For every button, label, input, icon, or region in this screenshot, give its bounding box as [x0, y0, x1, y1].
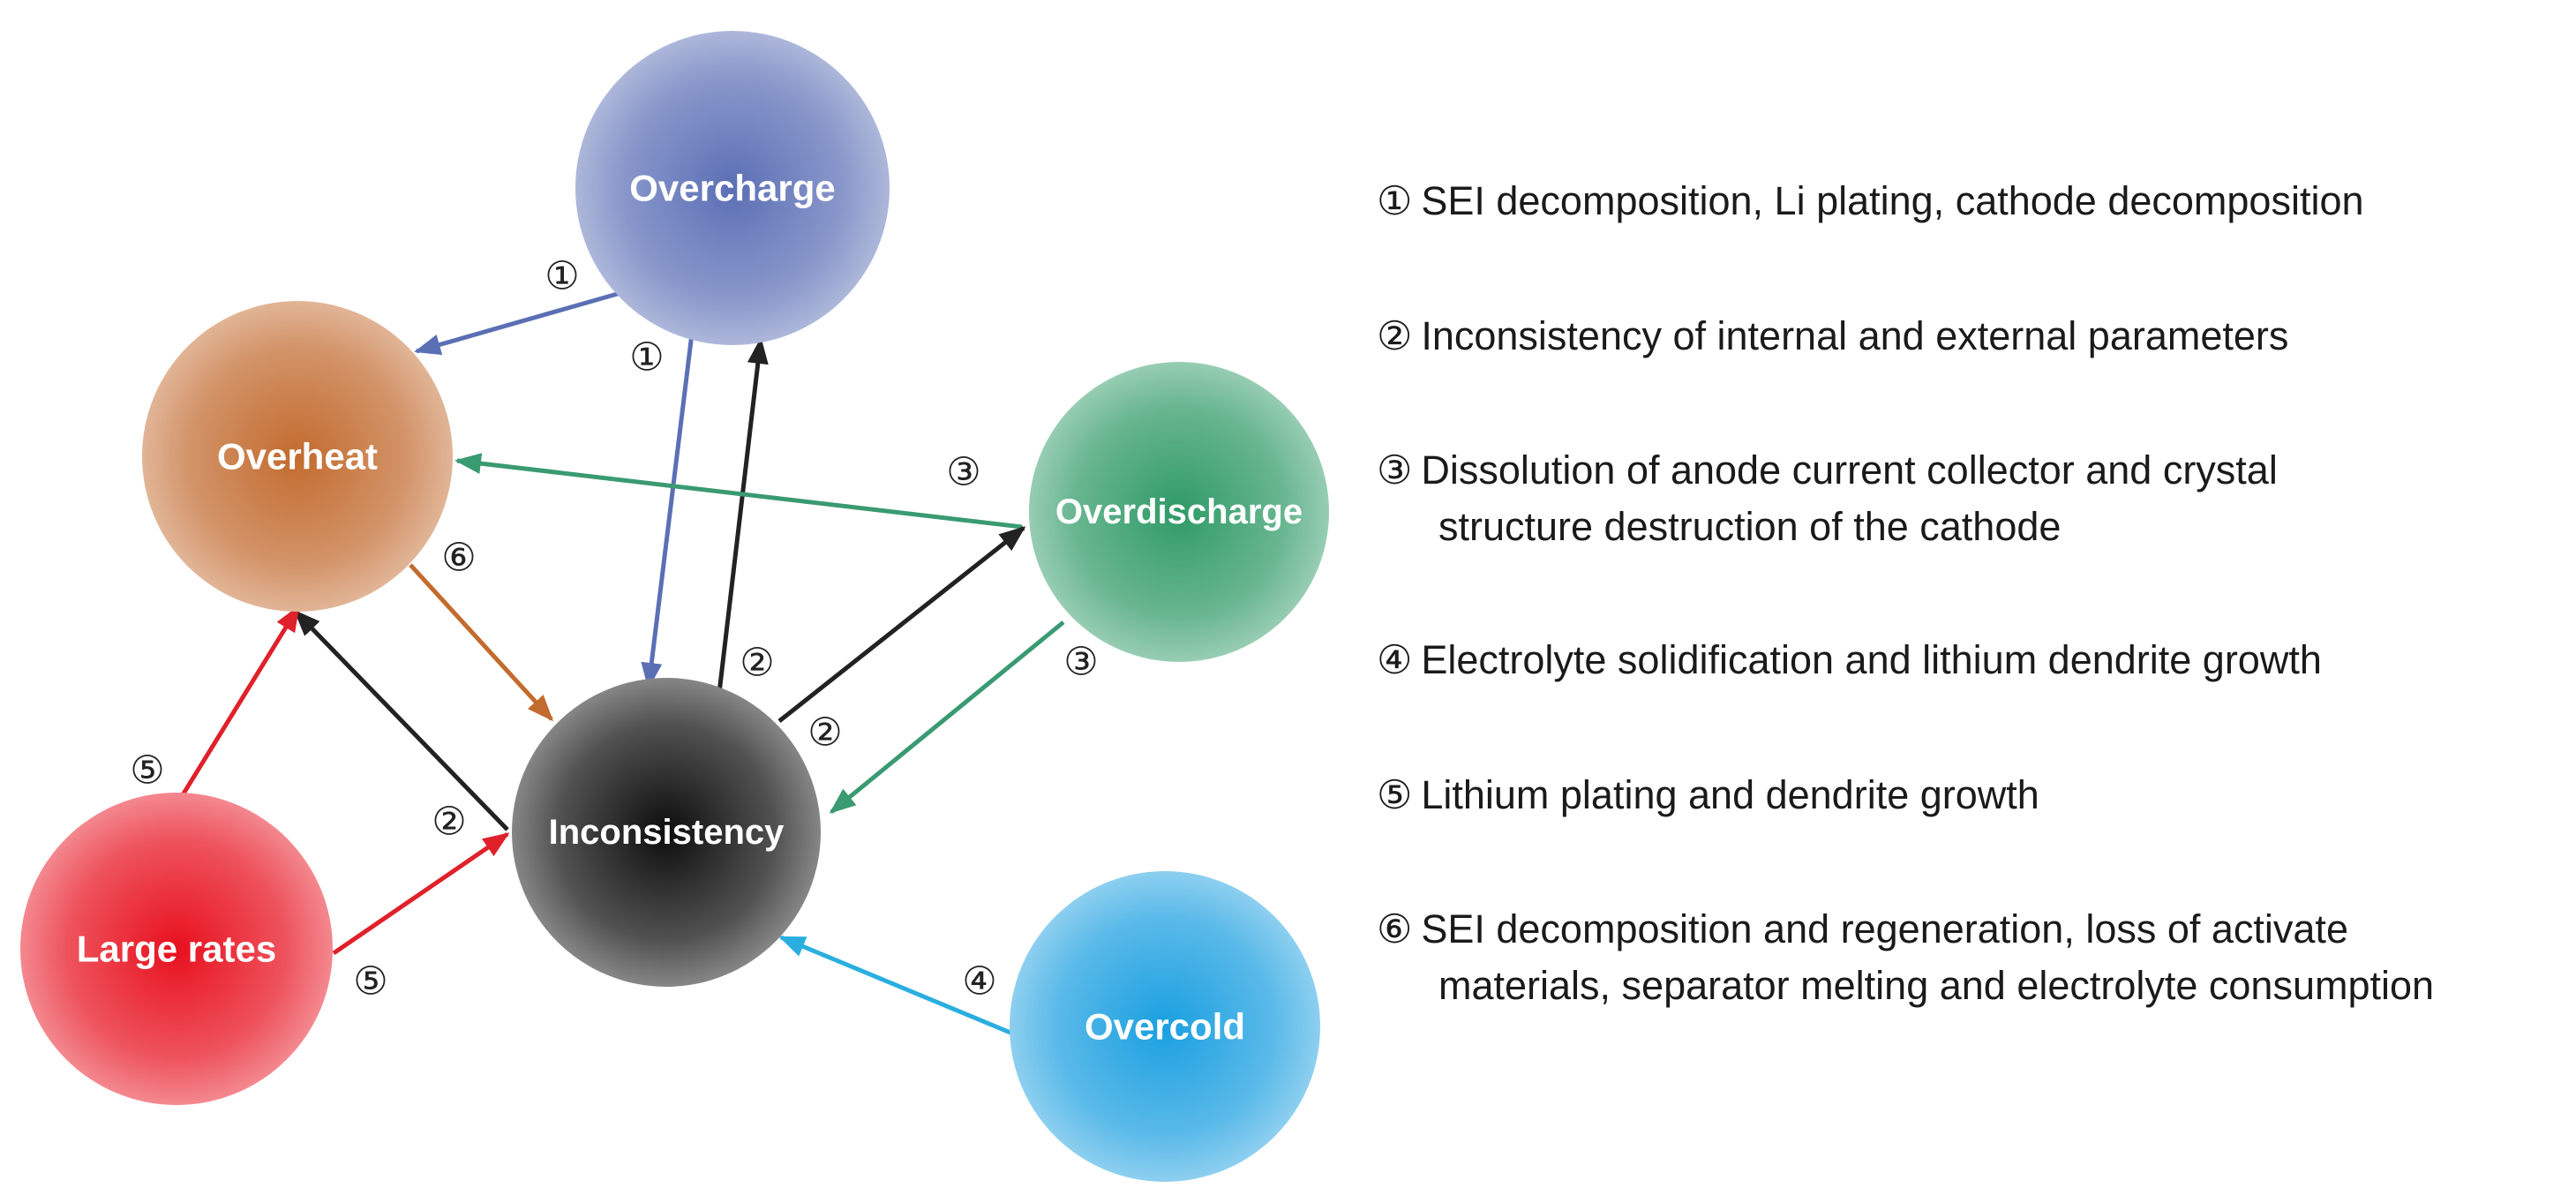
node-overcharge-circle	[575, 31, 890, 345]
legend-text: Inconsistency of internal and external p…	[1421, 313, 2289, 358]
arrow-large-rates-to-inconsistency	[332, 831, 510, 956]
edge-number-label: ②	[807, 711, 842, 756]
arrow-inconsistency-to-overdischarge	[777, 526, 1026, 723]
legend-text: Dissolution of anode current collector a…	[1421, 447, 2278, 492]
node-overcold-circle	[1010, 871, 1320, 1182]
legend-marker: ①	[1377, 177, 1413, 224]
arrow-inconsistency-to-overcharge	[717, 337, 769, 694]
legend-marker: ⑤	[1377, 771, 1413, 818]
arrow-overcharge-to-overheat	[414, 290, 621, 356]
legend-text: SEI decomposition, Li plating, cathode d…	[1421, 178, 2364, 223]
arrow-overdischarge-to-inconsistency	[829, 620, 1065, 814]
legend-text: Electrolyte solidification and lithium d…	[1421, 637, 2322, 682]
arrow-overcold-to-inconsistency	[778, 935, 1011, 1035]
node-overcharge: Overcharge	[575, 31, 890, 345]
edge-number-label: ④	[962, 959, 996, 1004]
arrow-overcharge-to-inconsistency	[641, 333, 695, 689]
edge-number-label: ②	[740, 641, 774, 686]
edge-number-label: ③	[946, 450, 980, 495]
arrow-large-rates-to-overheat	[174, 605, 301, 807]
nodes-layer: OverchargeOverheatOverdischargeInconsist…	[20, 31, 1329, 1182]
node-large-rates-label: Large rates	[77, 929, 276, 970]
node-overdischarge-label: Overdischarge	[1055, 492, 1303, 531]
node-overcold: Overcold	[1010, 871, 1320, 1182]
node-overcharge-label: Overcharge	[629, 168, 835, 209]
edge-number-label: ②	[432, 800, 466, 845]
node-inconsistency-label: Inconsistency	[549, 813, 785, 852]
edge-number-label: ③	[1063, 640, 1098, 685]
edge-labels-layer: ① ① ② ③ ③ ② ⑥ ② ⑤ ⑤ ④	[130, 254, 1098, 1004]
node-overheat-label: Overheat	[217, 436, 378, 477]
edge-number-label: ⑤	[130, 748, 164, 793]
edge-number-label: ⑥	[441, 536, 476, 581]
legend-text: Lithium plating and dendrite growth	[1421, 772, 2039, 817]
edge-number-label: ①	[544, 254, 579, 299]
node-inconsistency: Inconsistency	[512, 678, 821, 987]
legend-item-text-continued: structure destruction of the cathode	[1438, 504, 2062, 549]
node-overheat-circle	[142, 301, 453, 612]
node-inconsistency-circle	[512, 678, 821, 987]
edge-number-label: ①	[629, 335, 664, 380]
legend-marker: ④	[1377, 636, 1413, 683]
node-overdischarge-circle	[1029, 362, 1329, 662]
node-overheat: Overheat	[142, 301, 453, 612]
arrow-overheat-to-inconsistency	[409, 563, 554, 722]
legend-marker: ②	[1377, 312, 1413, 359]
arrow-overdischarge-to-overheat	[454, 453, 1023, 530]
legend-item-text-continued: materials, separator melting and electro…	[1438, 963, 2435, 1008]
node-large-rates-circle	[20, 793, 333, 1105]
edges-layer	[174, 290, 1065, 1035]
legend-text: SEI decomposition and regeneration, loss…	[1421, 906, 2348, 951]
node-large-rates: Large rates	[20, 793, 333, 1105]
legend-marker: ⑥	[1377, 906, 1413, 952]
node-overdischarge: Overdischarge	[1029, 362, 1329, 662]
arrow-inconsistency-to-overheat	[293, 609, 509, 831]
edge-number-label: ⑤	[353, 959, 387, 1004]
node-overcold-label: Overcold	[1085, 1006, 1245, 1048]
legend-marker: ③	[1377, 447, 1413, 493]
